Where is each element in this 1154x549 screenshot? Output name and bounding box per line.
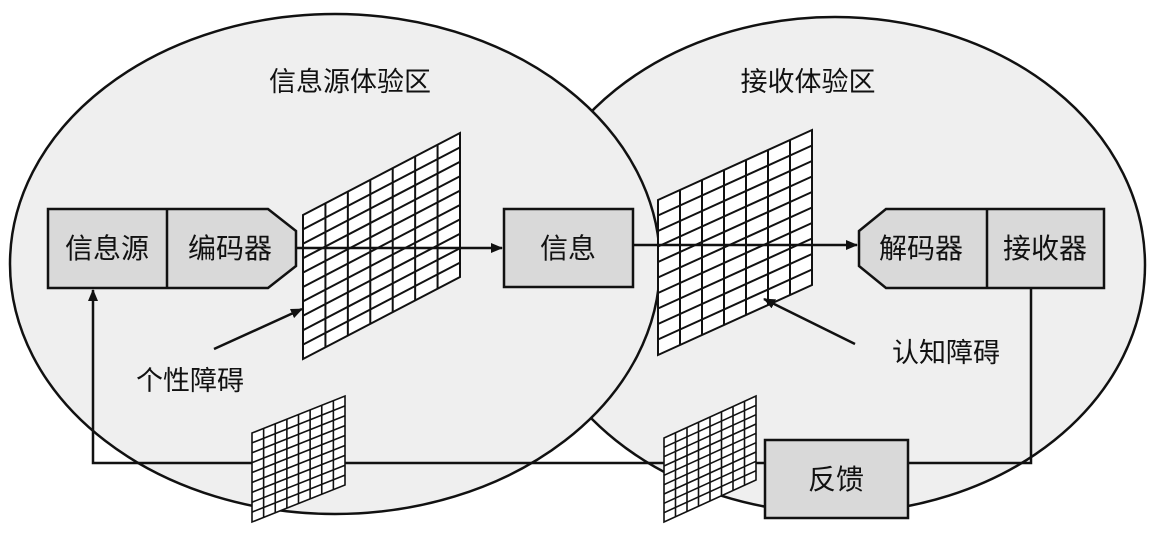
feedback-barrier-grid-right [663,394,757,524]
feedback-box: 反馈 [763,438,910,520]
receiver-zone-label: 接收体验区 [741,67,876,98]
personality-barrier-label: 个性障碍 [136,366,244,397]
personality-barrier-pointer [213,307,303,351]
cognitive-barrier-pointer [763,297,856,346]
feedback-barrier-grid-left [251,394,346,524]
source-node-label: 信息源 [65,232,149,265]
encoder-node-label: 编码器 [188,232,272,265]
message-box: 信息 [502,207,635,289]
source-encoder-box: 信息源 编码器 [46,207,298,290]
cognitive-barrier-label: 认知障碍 [892,338,1000,369]
decoder-node-label: 解码器 [879,232,963,265]
source-zone-label: 信息源体验区 [269,67,431,98]
decoder-receiver-box: 解码器 接收器 [857,207,1106,290]
message-node-label: 信息 [540,232,596,265]
receiver-node-label: 接收器 [1003,232,1087,265]
feedback-node-label: 反馈 [808,463,864,496]
feedback-return-line [88,289,764,465]
feedback-out-line [908,288,1033,465]
